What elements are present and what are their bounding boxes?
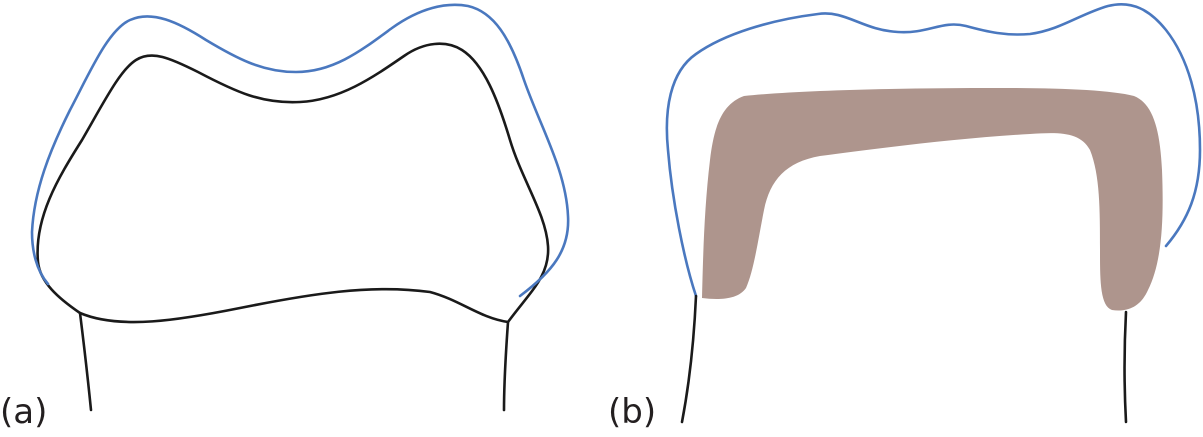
panel-b-root-left [680,294,698,424]
panel-a-root-right [502,320,510,412]
panel-b-outer-outline [665,3,1202,298]
panel-a-outer-outline [30,3,570,298]
panel-a-inner-outline [36,42,550,324]
panel-a-label: (a) [0,392,47,432]
panel-b-filled-shape [702,88,1163,311]
panel-b-root-right [1123,310,1128,424]
panel-b: (b) [608,3,1202,432]
panel-a: (a) [0,3,570,432]
panel-b-label: (b) [608,392,656,432]
panel-a-root-left [78,311,93,412]
